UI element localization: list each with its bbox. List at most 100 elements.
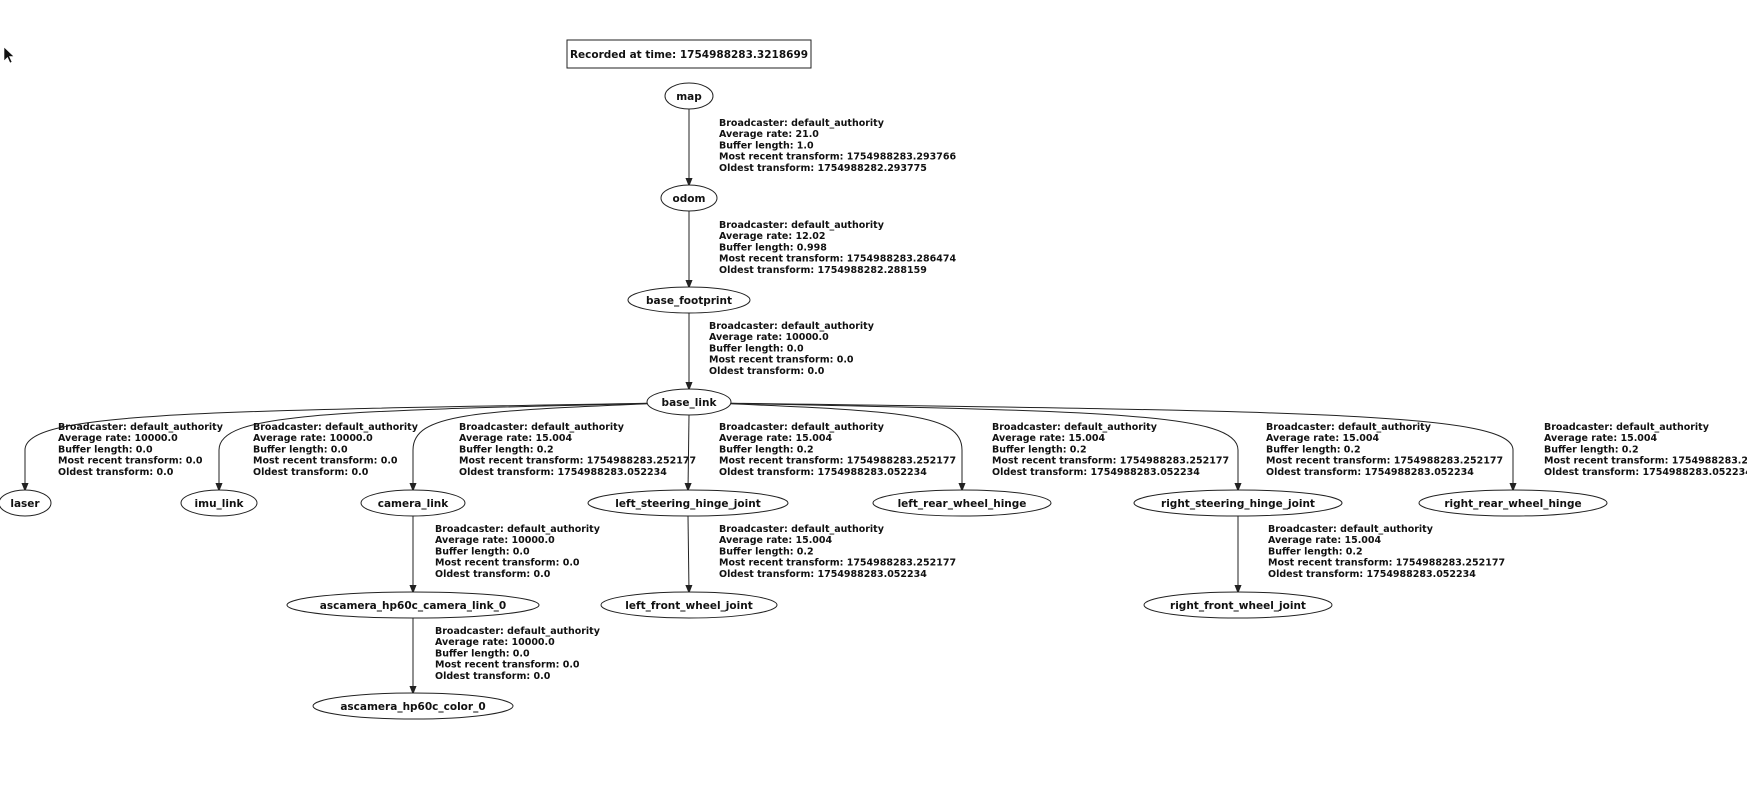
- edge-label-line: Average rate: 15.004: [1544, 433, 1658, 444]
- edge-label-line: Broadcaster: default_authority: [435, 626, 601, 637]
- edge-label-line: Oldest transform: 1754988282.293775: [719, 163, 927, 174]
- edge-label-line: Oldest transform: 0.0: [435, 569, 551, 580]
- frame-node-label: left_front_wheel_joint: [625, 600, 752, 612]
- edge-label-line: Broadcaster: default_authority: [719, 422, 885, 433]
- edge-arrow: [413, 402, 666, 490]
- edge-label-line: Most recent transform: 0.0: [435, 660, 580, 671]
- edge-label-line: Buffer length: 0.0: [435, 648, 530, 659]
- edge-label-line: Buffer length: 1.0: [719, 140, 814, 151]
- frame-node-base-link: base_link: [646, 388, 732, 416]
- edge-label-line: Most recent transform: 1754988283.286474: [719, 254, 956, 265]
- recorded-time-label: Recorded at time: 1754988283.3218699: [570, 49, 808, 61]
- recorded-time-box: [566, 39, 812, 69]
- frame-node-ellipse: [1133, 489, 1343, 517]
- edge-label-line: Average rate: 15.004: [719, 535, 833, 546]
- edge-label-line: Broadcaster: default_authority: [58, 422, 224, 433]
- frame-node-label: right_steering_hinge_joint: [1161, 498, 1315, 510]
- edge-label-line: Most recent transform: 0.0: [58, 456, 203, 467]
- frame-node-label: camera_link: [378, 498, 450, 510]
- frame-node-label: imu_link: [195, 498, 245, 510]
- edge-label-line: Most recent transform: 1754988283.252177: [1266, 456, 1503, 467]
- frame-node-label: right_rear_wheel_hinge: [1444, 498, 1581, 510]
- edge-label-line: Broadcaster: default_authority: [253, 422, 419, 433]
- frame-node-ellipse: [646, 388, 732, 416]
- frame-node-ellipse: [660, 184, 718, 212]
- frame-node-label: left_steering_hinge_joint: [615, 498, 760, 510]
- edge-label-line: Buffer length: 0.0: [709, 343, 804, 354]
- edge-arrow: [712, 402, 1238, 490]
- edge-arrow: [712, 402, 1513, 490]
- edge-label-line: Average rate: 10000.0: [435, 535, 555, 546]
- edge-label-line: Oldest transform: 1754988283.052234: [719, 569, 927, 580]
- frame-node-label: laser: [10, 498, 40, 510]
- frame-node-right-steering-hinge-joint: right_steering_hinge_joint: [1133, 489, 1343, 517]
- frame-node-label: left_rear_wheel_hinge: [898, 498, 1027, 510]
- edge-label-line: Broadcaster: default_authority: [1266, 422, 1432, 433]
- edge-label-line: Oldest transform: 1754988283.052234: [1266, 467, 1474, 478]
- edge-label-line: Most recent transform: 1754988283.252177: [992, 456, 1229, 467]
- frame-node-base-footprint: base_footprint: [627, 286, 751, 314]
- edge-label-line: Oldest transform: 0.0: [709, 366, 825, 377]
- frame-node-left-steering-hinge-joint: left_steering_hinge_joint: [587, 489, 789, 517]
- edge-label-line: Oldest transform: 1754988283.052234: [1268, 569, 1476, 580]
- edge-label-line: Average rate: 15.004: [992, 433, 1106, 444]
- frame-node-right-front-wheel-joint: right_front_wheel_joint: [1143, 591, 1333, 619]
- frame-node-camera-link: camera_link: [360, 489, 466, 517]
- edge-label-line: Buffer length: 0.2: [1544, 444, 1639, 455]
- frame-node-label: ascamera_hp60c_camera_link_0: [320, 600, 506, 612]
- edge-label-line: Most recent transform: 1754988283.252177: [1544, 456, 1747, 467]
- edge-label-line: Broadcaster: default_authority: [1268, 524, 1434, 535]
- frame-node-label: right_front_wheel_joint: [1170, 600, 1306, 612]
- edge-arrow: [688, 414, 689, 490]
- edge-label-line: Average rate: 15.004: [1268, 535, 1382, 546]
- edge-arrow: [25, 402, 666, 490]
- edge-arrow: [219, 402, 666, 490]
- edge-label-line: Oldest transform: 0.0: [253, 467, 369, 478]
- frame-node-ellipse: [600, 591, 778, 619]
- edge-label-line: Average rate: 12.02: [719, 231, 826, 242]
- frame-node-label: odom: [673, 193, 706, 205]
- frame-node-ellipse: [872, 489, 1052, 517]
- frame-node-ellipse: [312, 692, 514, 720]
- edge-label-line: Oldest transform: 1754988282.288159: [719, 265, 927, 276]
- edge-label-line: Broadcaster: default_authority: [709, 321, 875, 332]
- edge-label-line: Average rate: 21.0: [719, 129, 819, 140]
- edge-label-line: Oldest transform: 1754988283.052234: [992, 467, 1200, 478]
- edge-label-line: Most recent transform: 1754988283.252177: [1268, 558, 1505, 569]
- edge-arrow: [688, 515, 689, 592]
- edge-label-line: Broadcaster: default_authority: [459, 422, 625, 433]
- frame-node-label: ascamera_hp60c_color_0: [340, 701, 485, 713]
- edge-label-line: Oldest transform: 1754988283.052234: [459, 467, 667, 478]
- edge-label-line: Average rate: 15.004: [1266, 433, 1380, 444]
- mouse-pointer-icon: [3, 46, 15, 64]
- frame-node-ellipse: [0, 489, 52, 517]
- edge-label-line: Broadcaster: default_authority: [719, 524, 885, 535]
- edge-label-line: Broadcaster: default_authority: [719, 118, 885, 129]
- edge-label-line: Most recent transform: 1754988283.293766: [719, 152, 956, 163]
- frame-node-left-front-wheel-joint: left_front_wheel_joint: [600, 591, 778, 619]
- edge-label-line: Average rate: 15.004: [719, 433, 833, 444]
- edge-label-line: Oldest transform: 1754988283.052234: [1544, 467, 1747, 478]
- frame-node-odom: odom: [660, 184, 718, 212]
- edge-label-line: Most recent transform: 0.0: [709, 355, 854, 366]
- frame-node-map: map: [664, 82, 714, 110]
- edge-label-line: Average rate: 10000.0: [58, 433, 178, 444]
- edge-label-line: Oldest transform: 0.0: [435, 671, 551, 682]
- frame-node-left-rear-wheel-hinge: left_rear_wheel_hinge: [872, 489, 1052, 517]
- edge-label-line: Buffer length: 0.2: [719, 546, 814, 557]
- frame-node-ellipse: [1143, 591, 1333, 619]
- recorded-time-header: Recorded at time: 1754988283.3218699: [566, 39, 812, 69]
- edge-label-line: Most recent transform: 0.0: [253, 456, 398, 467]
